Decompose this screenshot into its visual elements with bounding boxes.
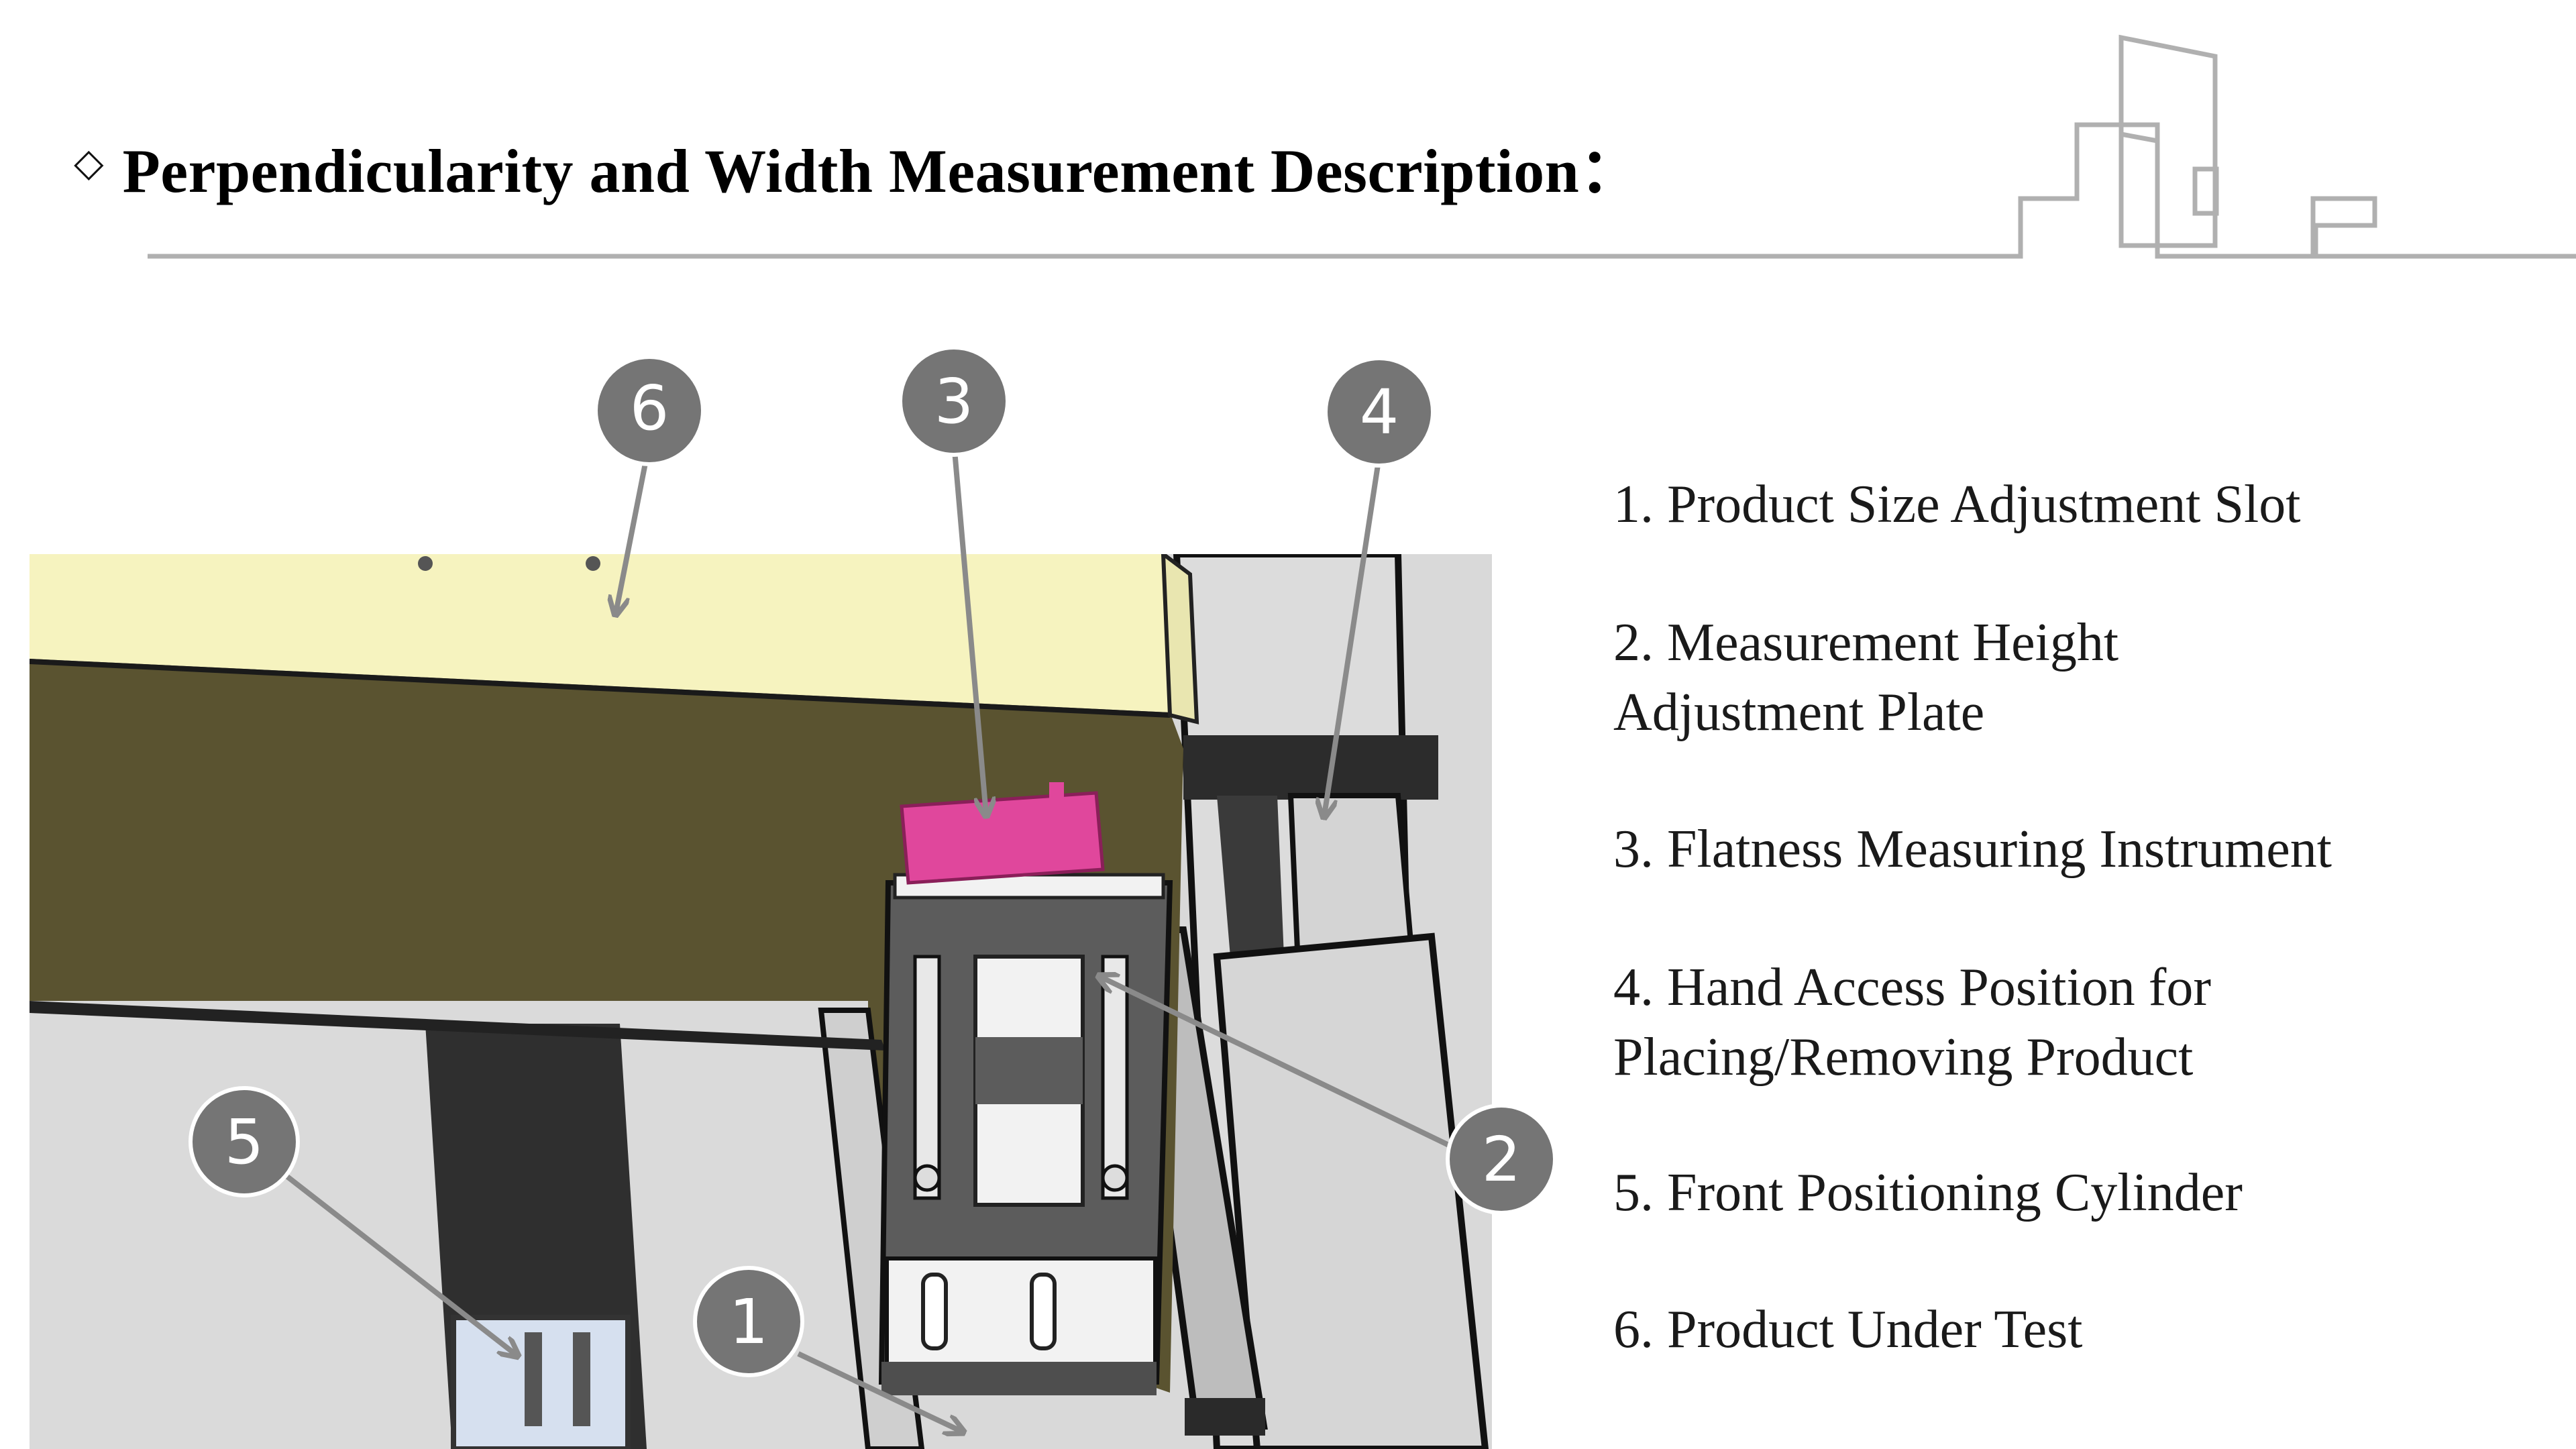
callout-label: 4 [1360,376,1399,448]
legend-item-4: 4. Hand Access Position for Placing/Remo… [1613,953,2211,1092]
legend-line: 3. Flatness Measuring Instrument [1613,820,2332,879]
page-title: Perpendicularity and Width Measurement D… [122,137,1642,205]
header-skyline-decoration [148,34,2576,259]
legend-line: 4. Hand Access Position for [1613,958,2212,1017]
product-hole [586,556,600,571]
skyline-tower-inner [2121,131,2158,144]
product-hole [418,556,433,571]
instrument-knob [1049,782,1064,802]
front-cylinder-slot [525,1332,542,1426]
adjust-plate-slot-left [913,955,941,1200]
adjust-slot-foot [881,1362,1157,1395]
left-product-underside [30,1001,885,1051]
legend-item-5: 5. Front Positioning Cylinder [1613,1158,2243,1228]
callout-circle-6: 6 [594,355,705,466]
guide-bar-foot [1185,1398,1265,1436]
legend-item-3: 3. Flatness Measuring Instrument [1613,814,2332,884]
front-cylinder-slot [573,1332,590,1426]
header-divider-line [148,122,2576,259]
skyline-small-block [2192,166,2219,216]
legend-line: 1. Product Size Adjustment Slot [1613,475,2301,534]
legend-line: Placing/Removing Product [1613,1028,2194,1087]
skyline-tall-tower [2118,34,2218,248]
legend-item-2: 2. Measurement Height Adjustment Plate [1613,608,2118,747]
legend-item-1: 1. Product Size Adjustment Slot [1613,470,2300,539]
legend-line: Adjustment Plate [1613,683,1985,742]
adjust-plate-screw [913,1164,941,1192]
legend-item-6: 6. Product Under Test [1613,1295,2083,1364]
machine-illustration [30,554,1492,1449]
legend-line: 6. Product Under Test [1613,1300,2083,1359]
diamond-bullet-icon: ◇ [74,139,104,185]
flatness-instrument [900,791,1105,885]
adjust-plate-window-divider [975,1037,1083,1104]
adjust-plate-slot-right [1101,955,1129,1200]
callout-circle-3: 3 [898,345,1010,457]
legend-line: 2. Measurement Height [1613,613,2119,672]
adjust-slot-hole [921,1273,948,1350]
adjust-plate-screw [1101,1164,1129,1192]
product-right-lip [1161,554,1199,724]
legend-line: 5. Front Positioning Cylinder [1613,1163,2243,1222]
callout-label: 6 [630,372,669,444]
product-top-face [30,554,1170,712]
callout-label: 3 [934,366,974,437]
callout-circle-4: 4 [1324,356,1435,468]
title-row: ◇ Perpendicularity and Width Measurement… [74,121,1642,210]
adjust-slot-hole [1030,1273,1057,1350]
right-rail-dark-bar [1183,735,1438,800]
right-rail-slot [1217,796,1284,957]
right-rail-opening [1287,793,1415,953]
